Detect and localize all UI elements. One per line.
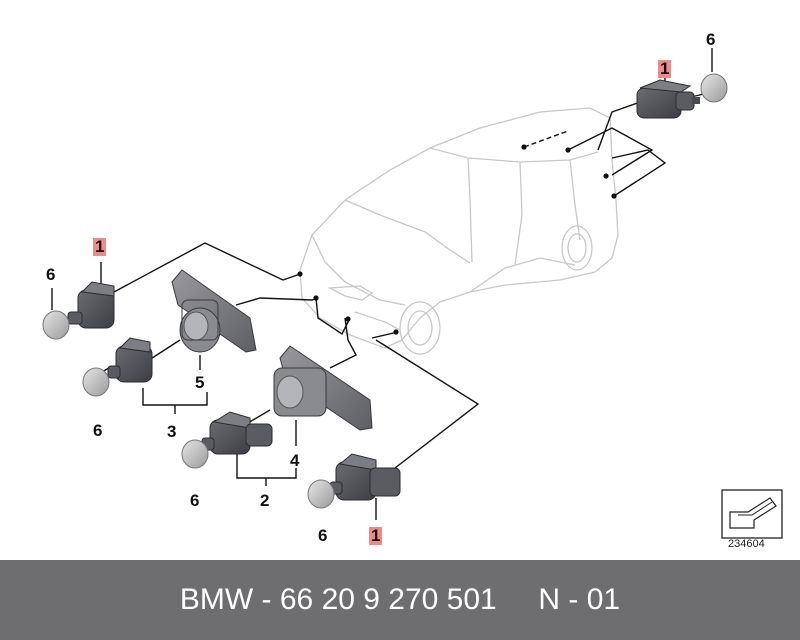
sensor-bottom bbox=[329, 453, 401, 501]
callout-center-cap: 6 bbox=[190, 491, 200, 510]
cap-center bbox=[181, 439, 209, 469]
footer-bar: BMW - 66 20 9 270 501 N - 01 bbox=[0, 560, 800, 640]
cap-top-right bbox=[700, 73, 728, 103]
reference-number: 234604 bbox=[728, 538, 765, 550]
callout-top-right-cap: 6 bbox=[706, 30, 716, 49]
car-outline bbox=[299, 107, 619, 355]
bracket-upper bbox=[171, 269, 257, 353]
cap-left bbox=[42, 310, 70, 340]
junction-dots bbox=[297, 144, 617, 335]
cap-bottom bbox=[307, 479, 335, 509]
cap-mid-left bbox=[82, 367, 110, 397]
callout-bracket-lower: 4 bbox=[290, 451, 300, 470]
parking-sensor-exploded-diagram bbox=[42, 48, 783, 539]
callout-bracket-upper: 5 bbox=[195, 373, 205, 392]
leader-lines bbox=[51, 48, 713, 520]
reference-icon bbox=[721, 489, 783, 539]
sensor-center bbox=[201, 411, 273, 455]
part-number-caption: BMW - 66 20 9 270 501 N - 01 bbox=[179, 583, 621, 616]
callout-left-cap: 6 bbox=[46, 265, 56, 284]
callout-mid-left-cap: 6 bbox=[93, 421, 103, 440]
sensor-left bbox=[67, 281, 115, 329]
callout-left-part: 1 bbox=[93, 237, 107, 256]
sensor-mid-left bbox=[107, 337, 153, 383]
callout-group-2: 2 bbox=[260, 491, 270, 510]
sensor-top-right bbox=[636, 79, 700, 119]
callout-group-3: 3 bbox=[167, 422, 177, 441]
bracket-lower bbox=[273, 345, 373, 431]
callout-top-right-part: 1 bbox=[658, 59, 672, 78]
callout-bottom-cap: 6 bbox=[318, 526, 328, 545]
callout-bottom-part: 1 bbox=[369, 526, 383, 545]
